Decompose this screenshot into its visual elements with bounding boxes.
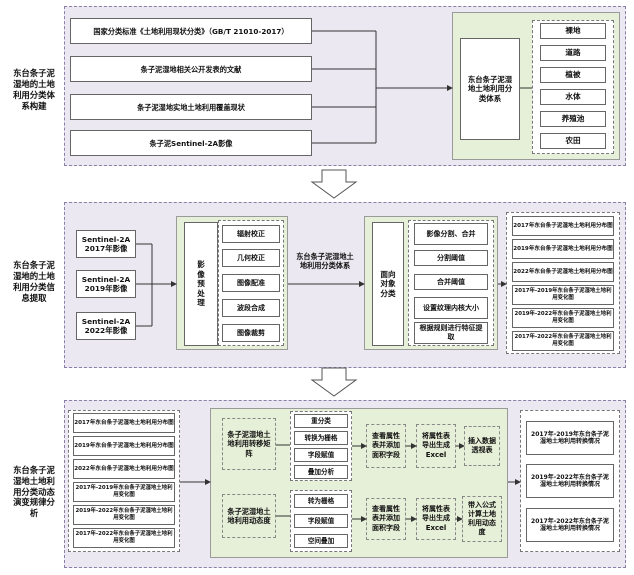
image-2017: Sentinel-2A 2017年影像 — [76, 230, 136, 258]
step-radiometric: 辐射校正 — [222, 225, 280, 243]
image-2022: Sentinel-2A 2022年影像 — [76, 312, 136, 340]
s2-output-6: 2017年-2022年东台条子泥湿地土地利用变化图 — [512, 331, 614, 351]
class-list-panel — [532, 20, 614, 154]
down-arrow-1 — [310, 169, 358, 199]
s2-output-5: 2019年-2022年东台条子泥湿地土地利用变化图 — [512, 308, 614, 328]
step-registration: 图像配准 — [222, 274, 280, 292]
source-literature: 条子泥湿地相关公开发表的文献 — [70, 56, 312, 82]
s3-output-3: 2017年-2022年东台条子泥湿地土地利用转换情况 — [526, 508, 614, 542]
s3-input-1: 2017年东台条子泥湿地土地利用分布图 — [73, 413, 175, 433]
dynamic-formula: 带入公式计算土地利用动态度 — [462, 496, 502, 542]
down-arrow-2 — [310, 367, 358, 397]
matrix-view-attr: 查看属性表并添加面积字段 — [366, 424, 406, 468]
preprocess-label: 影像预处理 — [184, 222, 218, 346]
matrix-to-raster: 转换为栅格 — [294, 431, 348, 445]
dynamic-overlay: 空间叠加 — [294, 534, 348, 548]
classification-system: 东台条子泥湿地土地利用分类体系 — [460, 38, 520, 140]
stage-1-label: 东台条子泥湿地的土地利用分类体系构建 — [13, 68, 55, 111]
dynamic-export: 将属性表导出生成Excel — [416, 498, 456, 540]
oo-segment: 影像分割、合并 — [414, 223, 488, 245]
image-2019: Sentinel-2A 2019年影像 — [76, 270, 136, 298]
s3-output-1: 2017年-2019年东台条子泥湿地土地利用转换情况 — [526, 421, 614, 455]
s2-output-4: 2017年-2019年东台条子泥湿地土地利用变化图 — [512, 285, 614, 305]
stage-2-label: 东台条子泥湿地的土地利用分类信息提取 — [13, 260, 55, 303]
system-label-s2: 东台条子泥湿地土地利用分类体系 — [296, 252, 354, 271]
dynamic-label: 条子泥湿地土地利用动态度 — [222, 494, 276, 538]
s2-output-1: 2017年东台条子泥湿地土地利用分布图 — [512, 216, 614, 236]
step-geometric: 几何校正 — [222, 249, 280, 267]
s3-input-4: 2017年-2019年东台条子泥湿地土地利用变化图 — [73, 482, 175, 502]
s3-input-5: 2019年-2022年东台条子泥湿地土地利用变化图 — [73, 505, 175, 525]
class-aquaculture: 养殖池 — [540, 111, 606, 127]
oo-feature-extraction: 根据规则进行特征提取 — [414, 322, 488, 344]
matrix-reclassify: 重分类 — [294, 414, 348, 428]
matrix-label: 条子泥湿地土地利用转移矩阵 — [222, 418, 276, 470]
s3-input-2: 2019年东台条子泥湿地土地利用分布图 — [73, 436, 175, 456]
class-bare-land: 裸地 — [540, 23, 606, 39]
s3-output-2: 2019年-2022年东台条子泥湿地土地利用转换情况 — [526, 464, 614, 498]
dynamic-to-raster: 转为栅格 — [294, 494, 348, 508]
class-farmland: 农田 — [540, 133, 606, 149]
s3-input-3: 2022年东台条子泥湿地土地利用分布图 — [73, 459, 175, 479]
step-band-synthesis: 波段合成 — [222, 299, 280, 317]
step-cropping: 图像裁剪 — [222, 324, 280, 342]
source-field: 条子泥湿地实地土地利用覆盖现状 — [70, 94, 312, 120]
matrix-overlay: 叠加分析 — [294, 465, 348, 479]
source-sentinel: 条子泥Sentinel-2A影像 — [70, 130, 312, 156]
stage-3-label: 东台条子泥湿地土地利用分类动态演变规律分析 — [13, 464, 55, 519]
class-water: 水体 — [540, 89, 606, 105]
dynamic-field-assign: 字段赋值 — [294, 514, 348, 528]
oo-seg-threshold: 分割阈值 — [414, 250, 488, 266]
oo-label: 面向对象分类 — [372, 222, 404, 346]
s2-output-2: 2019年东台条子泥湿地土地利用分布图 — [512, 239, 614, 259]
matrix-field-assign: 字段赋值 — [294, 448, 348, 462]
class-road: 道路 — [540, 45, 606, 61]
source-standard: 国家分类标准《土地利用现状分类》（GB/T 21010-2017） — [70, 18, 312, 44]
oo-merge-threshold: 合并阈值 — [414, 274, 488, 290]
matrix-export: 将属性表导出生成Excel — [416, 424, 456, 468]
s3-input-6: 2017年-2022年东台条子泥湿地土地利用变化图 — [73, 528, 175, 548]
class-vegetation: 植被 — [540, 67, 606, 83]
s2-output-3: 2022年东台条子泥湿地土地利用分布图 — [512, 262, 614, 282]
oo-texture-kernel: 设置纹理内核大小 — [414, 297, 488, 319]
